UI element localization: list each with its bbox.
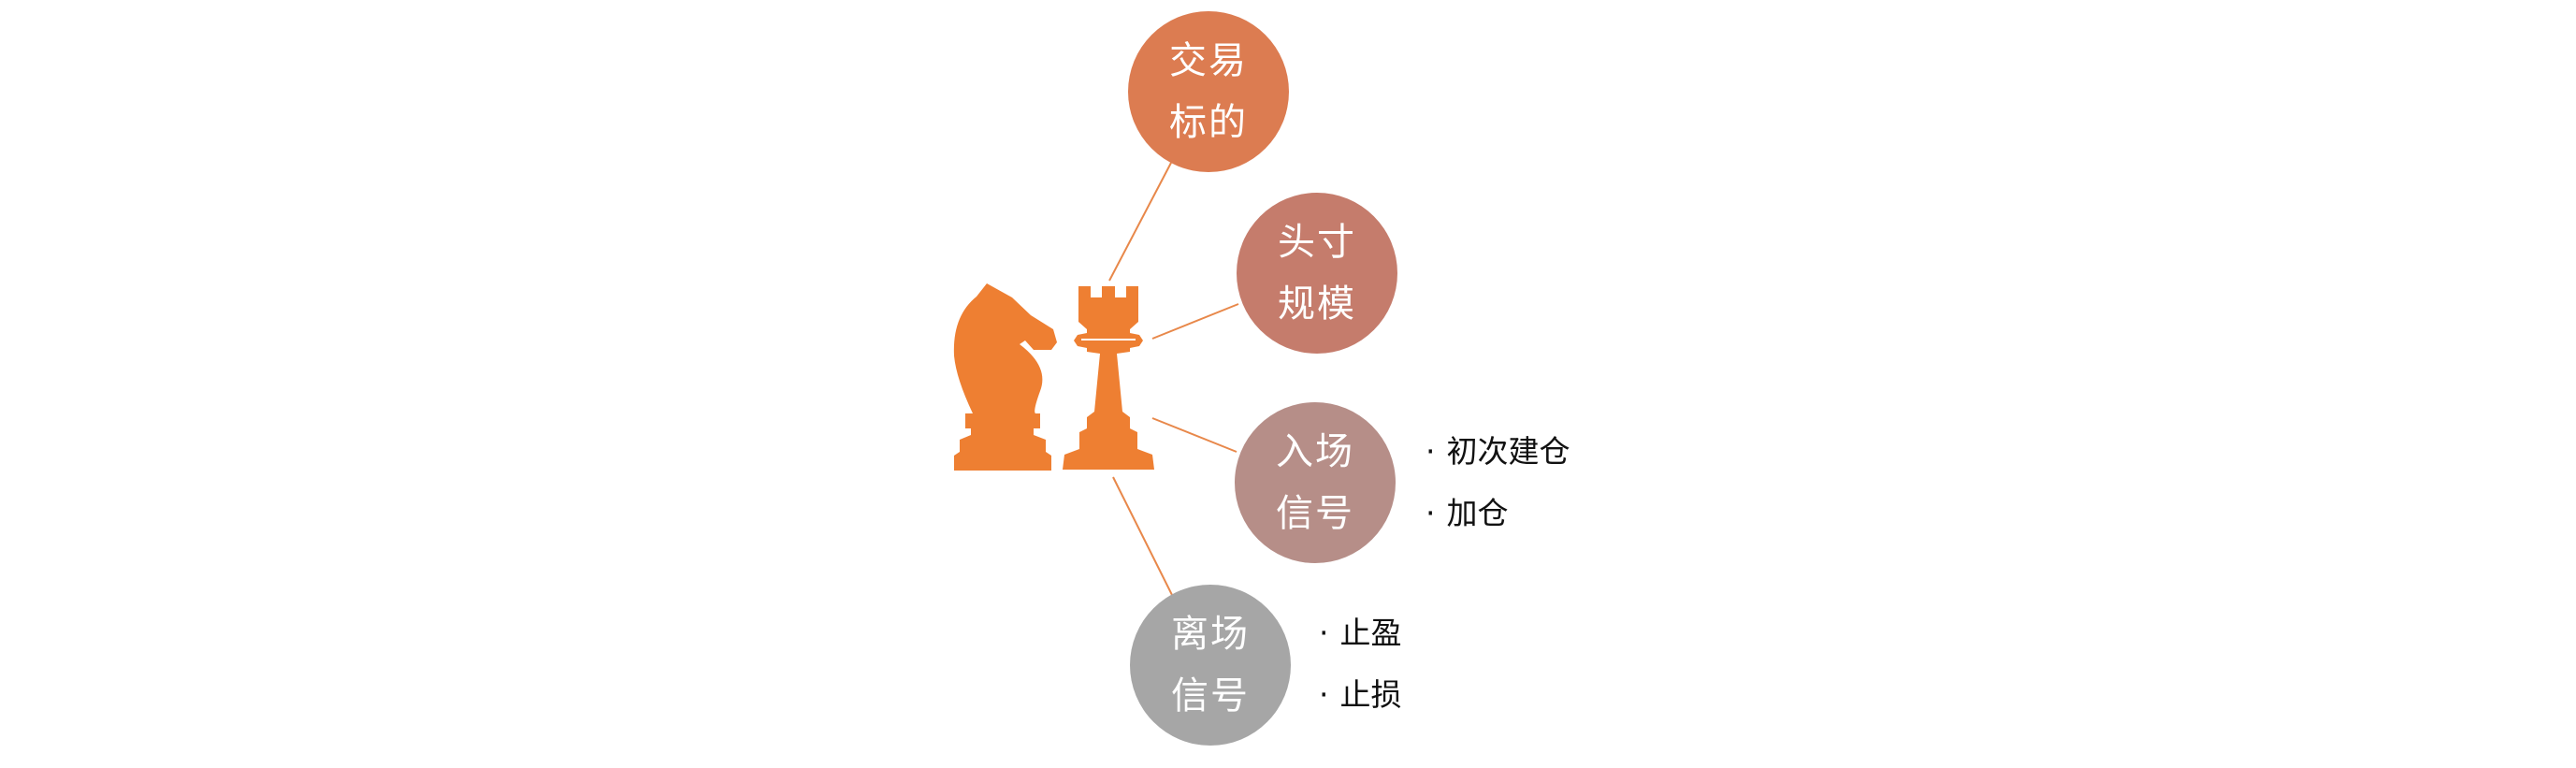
- bullet-text: 加仓: [1446, 495, 1509, 531]
- node-entry-signal: 入场 信号: [1235, 402, 1396, 563]
- connector-exit-signal: [1112, 476, 1174, 598]
- bullet-text: 初次建仓: [1446, 433, 1570, 470]
- bullet-dot: ·: [1319, 615, 1329, 651]
- bullet-take-profit: · 止盈: [1319, 602, 1402, 664]
- node-entry-signal-line1: 入场: [1276, 430, 1354, 473]
- bullet-dot: ·: [1425, 495, 1436, 531]
- node-trade-target-line2: 标的: [1169, 101, 1248, 144]
- bullet-text: 止损: [1339, 676, 1402, 713]
- exit-signal-bullets: · 止盈 · 止损: [1319, 602, 1402, 726]
- connector-entry-signal: [1151, 417, 1237, 453]
- node-position-size: 头寸 规模: [1237, 193, 1397, 354]
- node-entry-signal-line2: 信号: [1276, 492, 1354, 535]
- node-trade-target: 交易 标的: [1128, 11, 1289, 172]
- connector-trade-target: [1108, 162, 1172, 282]
- chess-knight-icon: [953, 283, 1057, 471]
- node-exit-signal-line2: 信号: [1171, 674, 1250, 717]
- bullet-add-position: · 加仓: [1425, 483, 1570, 544]
- node-exit-signal: 离场 信号: [1130, 585, 1291, 746]
- node-position-size-line2: 规模: [1278, 283, 1356, 326]
- connector-position-size: [1151, 303, 1239, 340]
- node-exit-signal-line1: 离场: [1171, 613, 1250, 656]
- bullet-initial-position: · 初次建仓: [1425, 421, 1570, 483]
- node-position-size-line1: 头寸: [1278, 221, 1356, 264]
- bullet-dot: ·: [1425, 433, 1436, 470]
- bullet-stop-loss: · 止损: [1319, 664, 1402, 726]
- chess-rook-icon: [1063, 286, 1154, 470]
- node-trade-target-line1: 交易: [1169, 39, 1248, 82]
- bullet-text: 止盈: [1339, 615, 1402, 651]
- bullet-dot: ·: [1319, 676, 1329, 713]
- entry-signal-bullets: · 初次建仓 · 加仓: [1425, 421, 1570, 544]
